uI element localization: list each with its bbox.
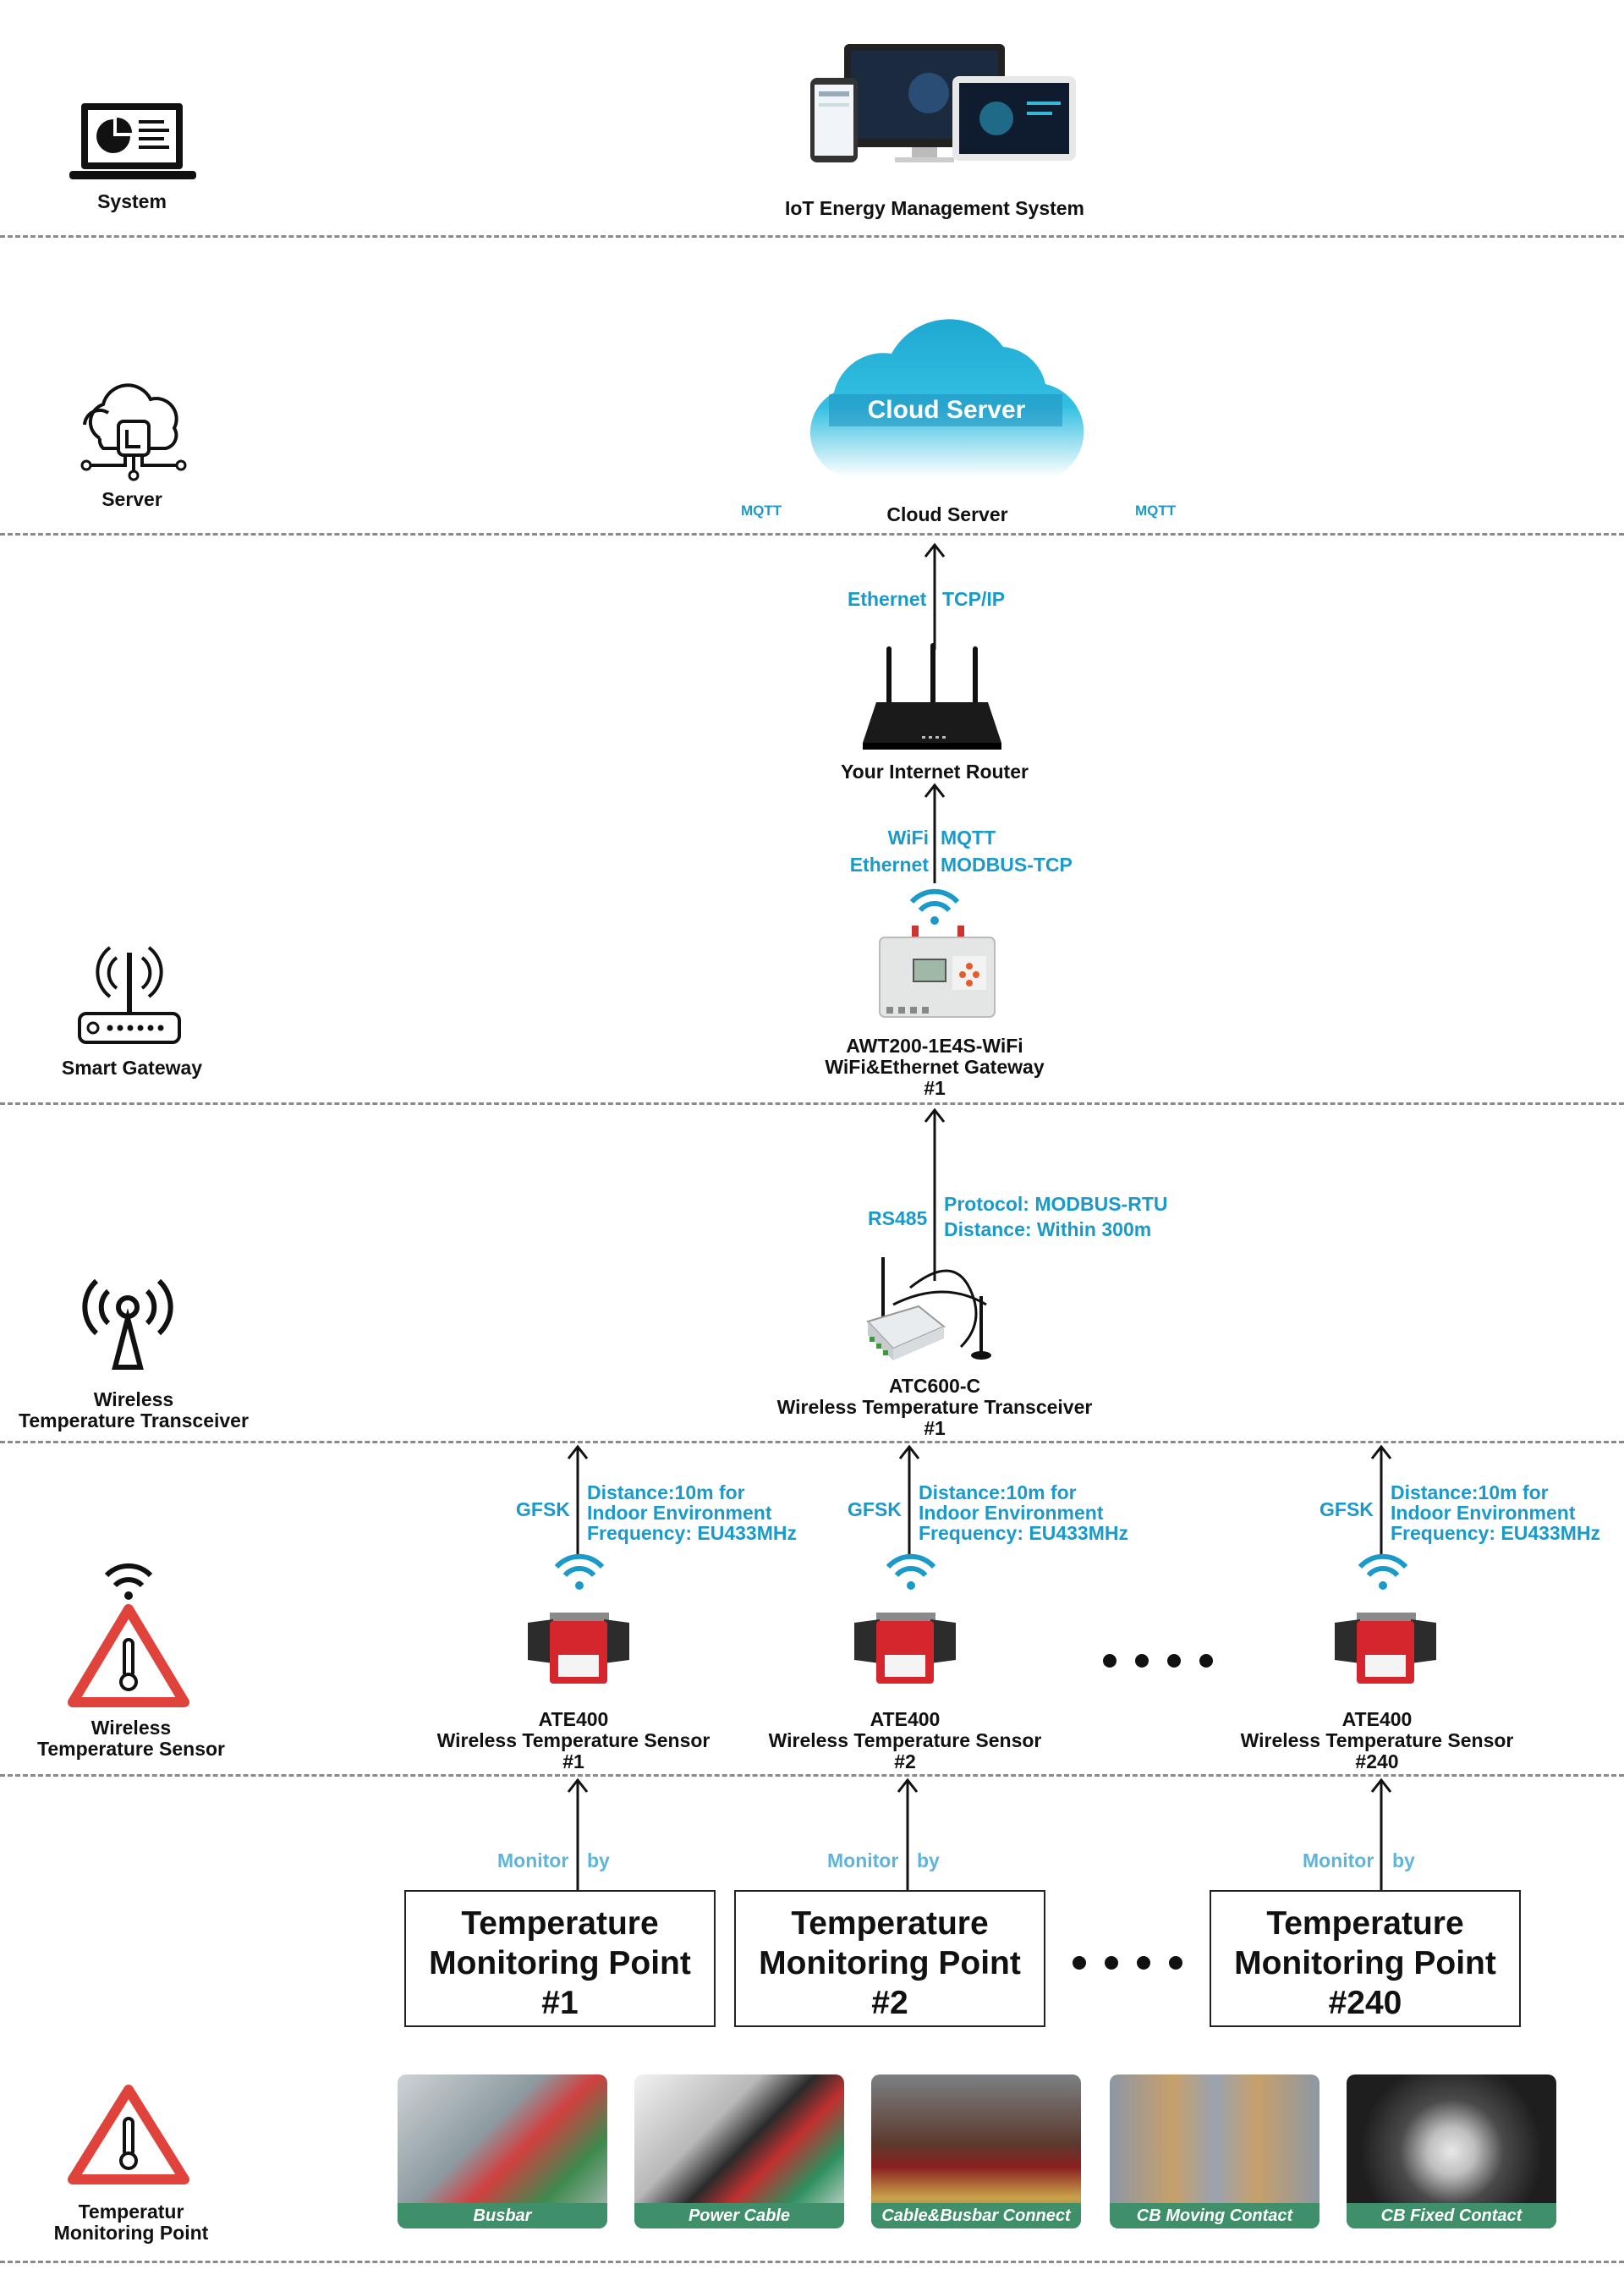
left-label-server: Server [102,488,162,510]
cloud-server-icon [80,383,187,481]
sensor-device-image [1335,1613,1436,1684]
arrow-up [567,1444,589,1555]
photo-cable-busbar-connect: Cable&Busbar Connect [871,2074,1081,2228]
gfsk-label: GFSK [1320,1498,1374,1520]
temperature-warning-icon [68,1563,189,1707]
cloud-server-text: Cloud Server [867,396,1026,424]
cloud-server-graphic [809,319,1084,477]
transceiver-device-image [866,1257,991,1360]
section-divider [0,2261,1624,2263]
arrow-up [898,1444,920,1555]
monitor-label: Monitor [1303,1849,1374,1871]
left-label-smart-gateway: Smart Gateway [61,1057,203,1079]
arrow-up [567,1778,589,1890]
system-title: IoT Energy Management System [784,197,1085,219]
sensor-device-image [854,1613,956,1684]
wifi-icon [909,888,960,925]
link-rs485: RS485 [868,1207,928,1229]
more-points-ellipsis [1073,1956,1201,1974]
gfsk-label: GFSK [848,1498,902,1520]
left-label-system: System [97,190,167,212]
router-image [863,643,1001,750]
photo-cb-fixed-contact: CB Fixed Contact [1347,2074,1556,2228]
laptop-chart-icon [69,103,196,179]
link-ethernet: Ethernet [848,588,927,610]
photo-cb-moving-contact: CB Moving Contact [1110,2074,1320,2228]
section-divider [0,1774,1624,1777]
monitor-label: Monitor [497,1849,569,1871]
arrow-up [924,542,946,650]
wifi-icon [1358,1553,1408,1590]
monitor-label: Monitor [827,1849,899,1871]
arrow-up [924,1107,946,1281]
mqtt-label-left: MQTT [741,503,782,519]
by-label: by [1392,1849,1415,1871]
signal-tower-icon [82,1278,173,1370]
cloud-server-caption: Cloud Server [886,503,1008,525]
mqtt-label-right: MQTT [1135,503,1177,519]
sensor-device-image [528,1613,629,1684]
section-divider [0,1102,1624,1105]
by-label: by [587,1849,610,1871]
section-divider [0,1441,1624,1443]
wifi-icon [554,1553,605,1590]
temperature-warning-icon [68,2085,189,2184]
router-caption: Your Internet Router [841,761,1029,783]
gateway-device-image [879,926,996,1018]
devices-dashboard-image [810,44,1076,162]
arrow-up [1370,1778,1392,1890]
wifi-icon [886,1553,936,1590]
router-wifi-icon [78,946,181,1044]
link-tcpip: TCP/IP [942,588,1006,610]
gfsk-label: GFSK [516,1498,570,1520]
by-label: by [917,1849,940,1871]
arrow-up [924,783,946,883]
section-divider [0,235,1624,238]
photo-busbar: Busbar [398,2074,607,2228]
section-divider [0,533,1624,536]
more-sensors-ellipsis [1103,1654,1232,1672]
photo-power-cable: Power Cable [634,2074,844,2228]
arrow-up [897,1778,919,1890]
arrow-up [1370,1444,1392,1555]
